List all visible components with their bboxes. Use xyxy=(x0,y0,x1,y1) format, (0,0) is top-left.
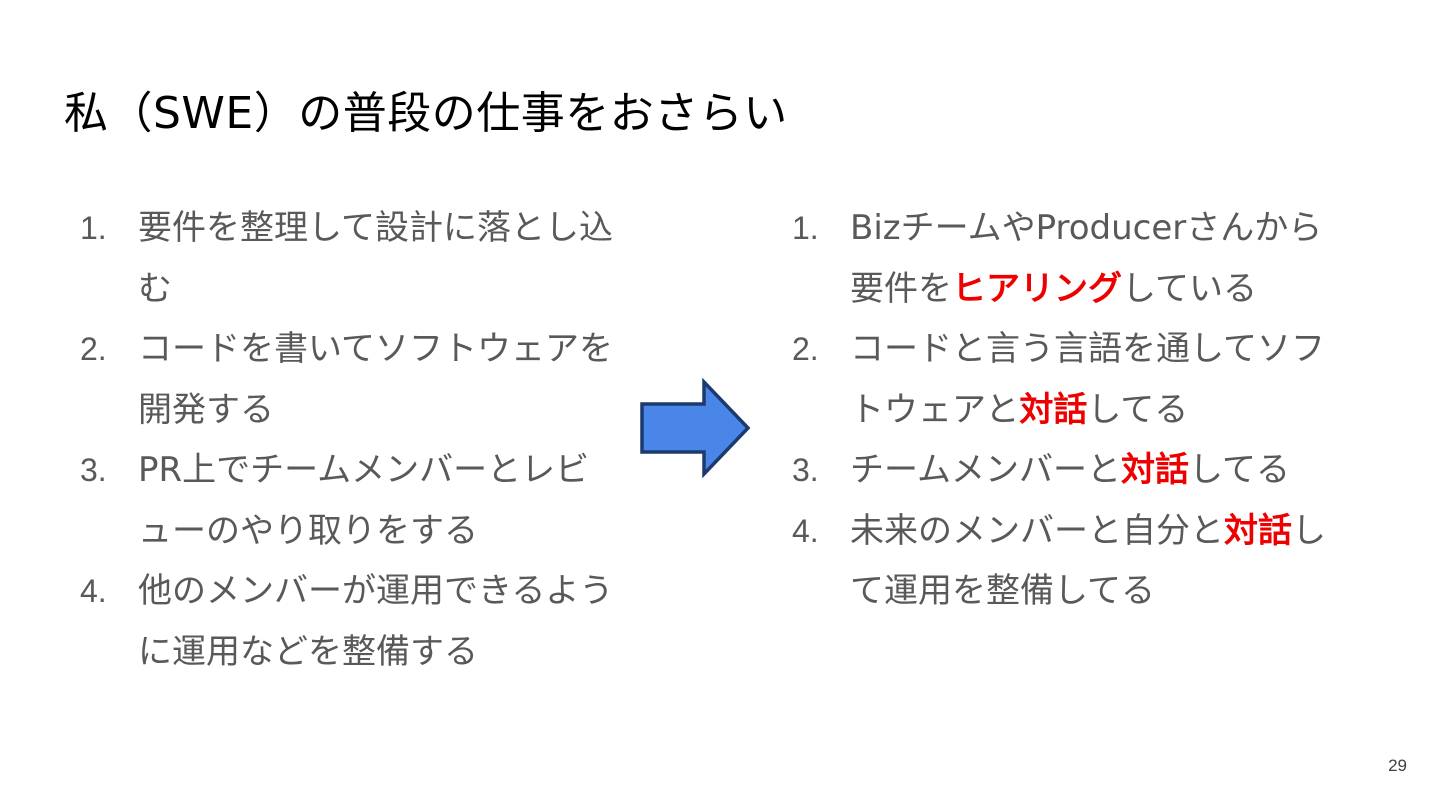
list-item-text-pre: 未来のメンバーと自分と xyxy=(850,510,1224,551)
emphasis-text: 対話 xyxy=(1120,450,1189,490)
right-arrow-icon xyxy=(640,378,751,478)
list-number: 3. xyxy=(792,452,819,488)
right-list-item: 2. コードと言う言語を通してソフトウェアと対話してる xyxy=(792,319,1352,440)
list-item-text-post: してる xyxy=(1087,389,1189,430)
list-item-text-pre: コードと言う言語を通してソフトウェアと xyxy=(850,329,1325,430)
arrow-shape xyxy=(640,378,751,478)
emphasis-text: 対話 xyxy=(1019,389,1088,430)
list-item-text: 未来のメンバーと自分と対話して運用を整備してる xyxy=(850,501,1352,622)
list-item-text-post: してる xyxy=(1188,450,1290,490)
list-item-text-pre: BizチームやProducerさんから要件を xyxy=(850,208,1323,309)
list-item-text: チームメンバーと対話してる xyxy=(850,440,1352,501)
emphasis-text: 対話 xyxy=(1224,510,1292,551)
emphasis-text: ヒアリング xyxy=(952,268,1122,309)
left-list-item: 4. 他のメンバーが運用できるように運用などを整備する xyxy=(80,561,620,682)
list-item-text-post: している xyxy=(1122,268,1257,309)
list-number: 2. xyxy=(80,331,107,367)
list-number: 4. xyxy=(80,573,107,609)
page-number: 29 xyxy=(1388,756,1407,775)
left-list-item: 2. コードを書いてソフトウェアを開発する xyxy=(80,319,620,440)
list-item-text-post: して運用を整備してる xyxy=(850,510,1326,612)
list-number: 1. xyxy=(792,210,819,246)
list-item-text: BizチームやProducerさんから要件をヒアリングしている xyxy=(850,198,1352,319)
list-item-text: コードを書いてソフトウェアを開発する xyxy=(138,329,613,430)
slide-title: 私（SWE）の普段の仕事をおさらい xyxy=(64,88,788,139)
left-list-item: 1. 要件を整理して設計に落とし込む xyxy=(80,198,620,319)
right-list: 1. BizチームやProducerさんから要件をヒアリングしている 2. コー… xyxy=(792,198,1352,622)
list-number: 1. xyxy=(80,210,107,246)
list-number: 4. xyxy=(792,512,819,549)
list-item-text: 他のメンバーが運用できるように運用などを整備する xyxy=(138,571,614,672)
left-list-item: 3. PR上でチームメンバーとレビューのやり取りをする xyxy=(80,440,620,561)
right-list-item: 1. BizチームやProducerさんから要件をヒアリングしている xyxy=(792,198,1352,319)
list-item-text: 要件を整理して設計に落とし込む xyxy=(138,208,613,309)
list-item-text-pre: チームメンバーと xyxy=(850,450,1121,490)
right-list-item: 3. チームメンバーと対話してる xyxy=(792,440,1352,501)
list-number: 2. xyxy=(792,331,819,367)
right-list-item: 4. 未来のメンバーと自分と対話して運用を整備してる xyxy=(792,501,1352,622)
left-list: 1. 要件を整理して設計に落とし込む 2. コードを書いてソフトウェアを開発する… xyxy=(80,198,620,682)
list-item-text: コードと言う言語を通してソフトウェアと対話してる xyxy=(850,319,1352,440)
list-number: 3. xyxy=(80,452,107,488)
list-item-text: PR上でチームメンバーとレビューのやり取りをする xyxy=(138,450,590,551)
